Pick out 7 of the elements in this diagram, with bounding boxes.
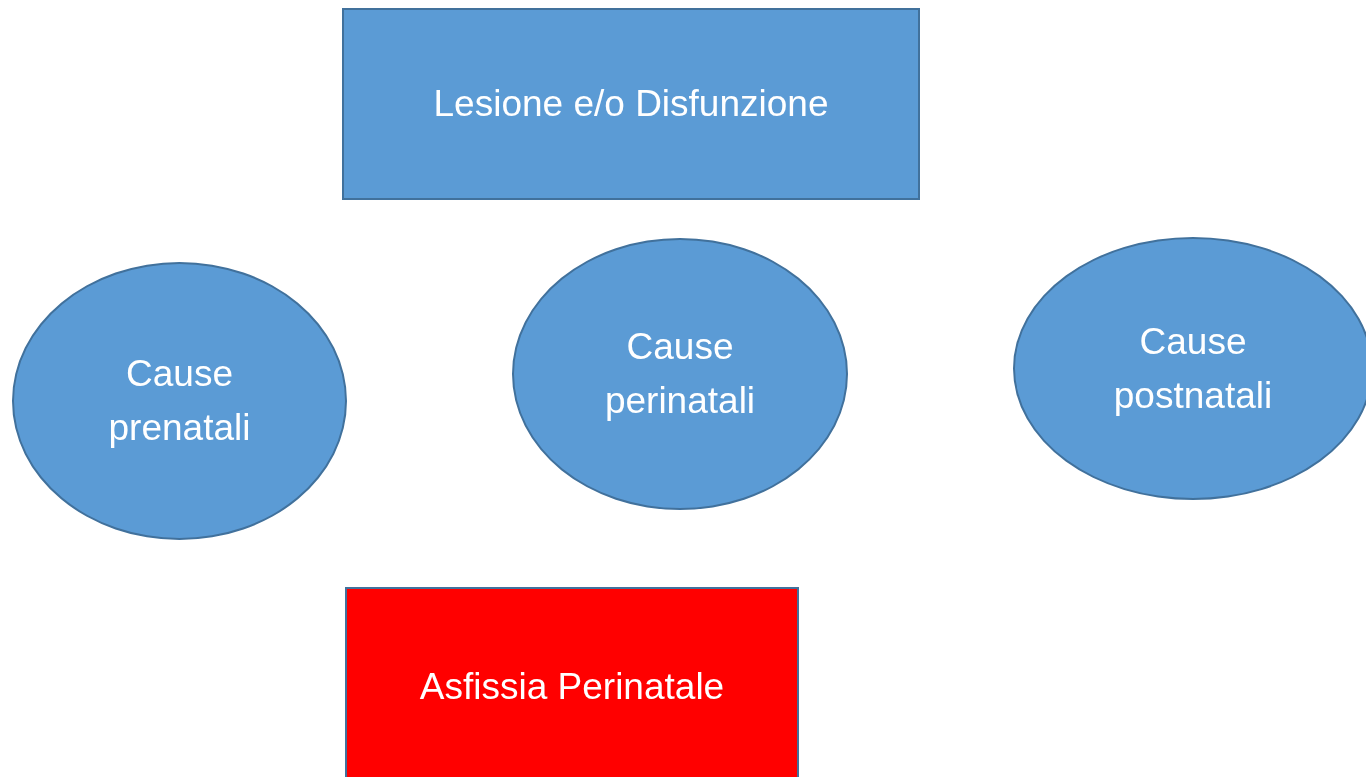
node-label: Cause perinatali [603, 325, 757, 423]
process-box [342, 8, 920, 200]
node-label: Lesione e/o Disfunzione [433, 82, 829, 127]
node-label: Cause prenatali [107, 352, 252, 450]
node-label: Asfissia Perinatale [419, 665, 725, 710]
highlight-box [345, 587, 799, 777]
node-label: Cause postnatali [1112, 319, 1274, 418]
